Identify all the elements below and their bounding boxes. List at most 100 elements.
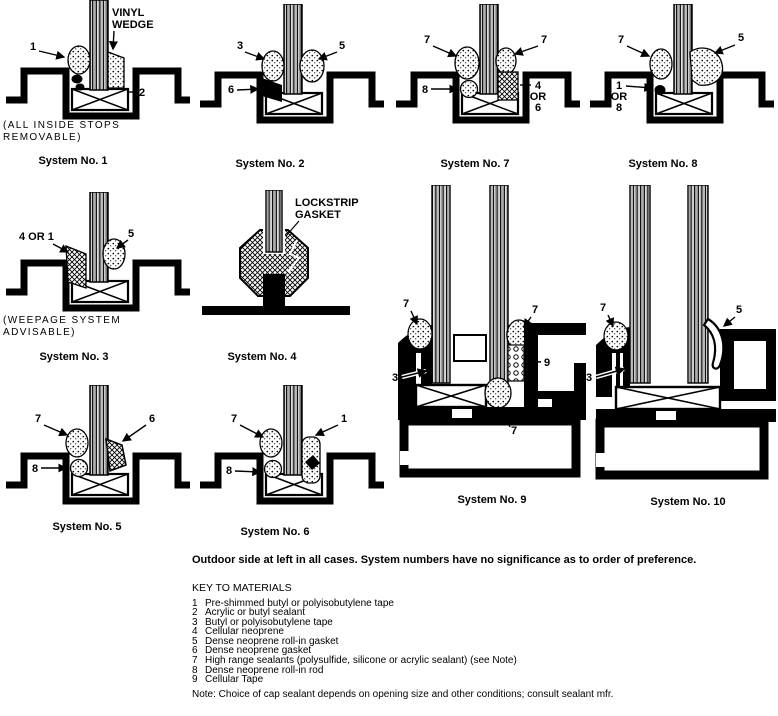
key-item-number: 7 [192,655,198,667]
callout-line [513,45,539,56]
callout-line [626,45,651,57]
system-3-caption: System No. 3 [39,351,109,363]
system-4-figure: LOCKSTRIP GASKET [200,189,375,327]
key-item-text: Pre-shimmed butyl or polyisobutylene tap… [205,597,394,609]
glass-pane [89,384,109,476]
system-5-caption: System No. 5 [52,521,122,533]
callout-7: 7 [231,413,237,425]
callout-5: 5 [128,228,134,240]
frame-profile [6,259,190,312]
callout-line [43,424,69,437]
frame-profile [200,71,384,124]
setting-block [654,91,714,116]
key-item-text: Cellular neoprene [205,626,284,638]
callout-8: 8 [32,463,38,475]
glass-pane [687,184,709,384]
callout-line [317,51,338,61]
callout-line [38,50,66,60]
frame-profile [6,452,190,505]
system-5-drawing: 7 6 8 [6,384,190,505]
callout-7: 7 [35,413,41,425]
callout-7-bottom: 7 [511,425,517,437]
outdoor-side-note: Outdoor side at left in all cases. Syste… [192,554,697,566]
callout-8: 8 [422,84,428,96]
note-line: ADVISABLE) [3,326,76,338]
sealant-blob-left [649,48,673,80]
glazing-line [416,353,421,409]
callout-2: 2 [139,87,145,99]
system-6-drawing: 7 1 8 [200,384,384,505]
sealant-blob-left [261,50,285,82]
callout-line [501,408,511,428]
sealant-blob-left [259,428,283,458]
key-item-text: High range sealants (polysulfide, silico… [205,655,517,667]
gasket-hatch [497,71,519,101]
system-1-caption: System No. 1 [38,155,108,167]
callout-6: 6 [149,413,155,425]
key-item-text: Dense neoprene roll-in gasket [205,635,339,647]
key-item: 6 Dense neoprene gasket [192,646,697,656]
key-item-number: 8 [192,664,198,676]
key-item-number: 1 [192,597,198,609]
callout-4or1: 4 OR 1 [19,231,54,243]
callout-line [121,424,147,442]
callout-line [108,30,118,51]
weep-notch [400,451,409,465]
key-item-number: 6 [192,645,198,657]
note-line: REMOVABLE) [3,131,82,143]
key-item: 1 Pre-shimmed butyl or polyisobutylene ta… [192,597,697,609]
lower-box [595,418,769,480]
lockstrip-label: GASKET [295,209,341,221]
weep-notch [656,411,676,420]
vinyl-wedge-label: WEDGE [112,19,154,31]
sealant-blob-right [102,238,126,270]
key-item-number: 3 [192,616,198,628]
system-3-figure: 4 OR 1 5 [2,191,192,327]
note-line: (ALL INSIDE STOPS [3,120,121,131]
glass-pane [283,384,303,476]
cellular-tape [507,344,525,382]
weep-notch [452,409,472,418]
callout-5: 5 [339,40,345,52]
system-8-drawing: 7 5 1 OR 8 [590,3,774,124]
callout-3: 3 [237,40,243,52]
key-heading: KEY TO MATERIALS [192,581,292,594]
setting-block [70,87,130,112]
butyl-dot [654,85,666,95]
key-item-text: Dense neoprene gasket [205,645,312,657]
system-4-caption: System No. 4 [227,351,297,363]
glass-pane [431,184,451,384]
system-7-figure: 7 7 8 4 OR 6 [392,3,582,139]
glass-pane [283,3,303,95]
vinyl-wedge-label: VINYL [112,7,145,19]
callout-7: 7 [618,34,624,46]
key-item-number: 9 [192,674,198,686]
system-3-note: (WEEPAGE SYSTEM ADVISABLE) [3,315,121,338]
callout-5: 5 [736,304,742,316]
right-frame-hollow [734,341,766,389]
note-line: (WEEPAGE SYSTEM [3,315,122,326]
glass-pane [89,191,109,283]
key-item-number: 2 [192,607,198,619]
callout-7-left: 7 [424,34,430,46]
callout-1: 1 [341,413,347,425]
callout-line [523,316,533,329]
system-9-drawing: 7 7 3 9 7 [392,184,586,478]
callout-7-topright: 7 [532,304,538,316]
system-10-figure: 7 5 3 [586,184,778,490]
frame-profile [396,71,580,124]
right-frame-hollow [538,335,574,391]
callout-line [401,368,428,378]
callout-1: 1 [30,41,36,53]
callout-line [244,51,266,61]
callout-7: 7 [600,302,606,314]
sealant-blob-topleft [407,318,433,350]
callout-1or8: 8 [616,102,622,114]
callout-3: 3 [392,372,398,384]
